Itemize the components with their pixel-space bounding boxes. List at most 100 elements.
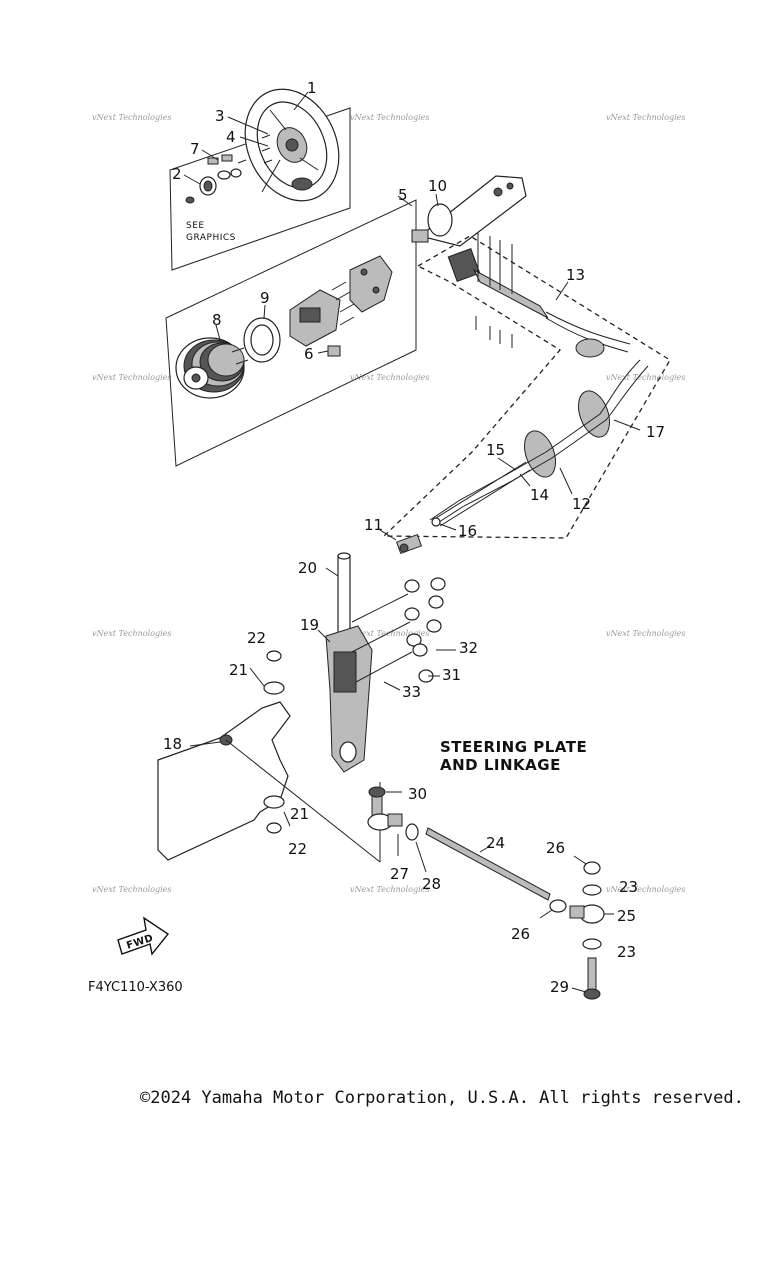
bushing-21-top <box>263 681 285 695</box>
callout-20: 20 <box>298 559 317 577</box>
harness-bolts <box>475 316 513 348</box>
rod-end-25-body <box>569 905 585 919</box>
callout-4: 4 <box>226 128 236 146</box>
callout-19: 19 <box>300 616 319 634</box>
leader-26b <box>573 855 587 865</box>
nut-26-upper <box>583 861 601 875</box>
leader-24 <box>479 845 491 853</box>
leader-3 <box>227 116 269 135</box>
leader-19 <box>317 629 331 643</box>
harness-13-lead-a <box>545 311 631 345</box>
watermark-6: vNext Technologies <box>606 373 685 382</box>
part-6-clip <box>327 345 341 357</box>
cable-end-16 <box>431 517 441 527</box>
wheel-center-cap <box>285 138 299 152</box>
leader-7 <box>201 149 219 161</box>
watermark-1: vNext Technologies <box>92 113 171 122</box>
watermark-2: vNext Technologies <box>350 113 429 122</box>
callout-16: 16 <box>458 522 477 540</box>
leader-4 <box>239 136 269 147</box>
watermark-11: vNext Technologies <box>350 885 429 894</box>
callout-30: 30 <box>408 785 427 803</box>
leader-1 <box>293 91 309 111</box>
connector-13 <box>447 248 481 282</box>
callout-31: 31 <box>442 666 461 684</box>
callout-28: 28 <box>422 875 441 893</box>
callout-11: 11 <box>364 516 383 534</box>
part-2-cap <box>185 196 195 204</box>
watermark-8: vNext Technologies <box>350 629 429 638</box>
callout-6: 6 <box>304 345 314 363</box>
callout-23b: 23 <box>617 943 636 961</box>
remote-control-group <box>411 175 527 247</box>
harness-guide-lines <box>477 232 513 294</box>
oring-22-top <box>266 650 282 662</box>
bushing-21-bottom <box>263 795 285 809</box>
linkage-group <box>157 552 614 1000</box>
callout-27: 27 <box>390 865 409 883</box>
callout-12: 12 <box>572 495 591 513</box>
tie-rod-24 <box>425 827 551 901</box>
rod-end-27-body <box>387 813 403 827</box>
helm-ring-inner <box>250 324 274 356</box>
leader-13 <box>555 281 569 301</box>
leader-14 <box>519 473 531 487</box>
helm-screws <box>231 347 249 365</box>
leader-18 <box>189 741 221 747</box>
wheel-bolts <box>237 134 273 164</box>
fwd-arrow: FWD <box>117 916 170 956</box>
steering-wheel-group: SEE GRAPHICS <box>169 88 351 271</box>
watermark-10: vNext Technologies <box>92 885 171 894</box>
callout-24: 24 <box>486 834 505 852</box>
nut-26-lower <box>549 899 567 913</box>
leader-12 <box>559 467 573 495</box>
callout-18: 18 <box>163 735 182 753</box>
callouts: 1 2 3 4 5 6 7 8 9 10 11 12 13 14 15 16 1… <box>163 79 665 996</box>
harness-13-grommet <box>575 338 605 358</box>
leader-21b <box>283 811 291 827</box>
cable-main <box>429 359 641 521</box>
watermark-9: vNext Technologies <box>606 629 685 638</box>
callout-33: 33 <box>402 683 421 701</box>
leader-17 <box>613 419 641 431</box>
diagram-title-line2: AND LINKAGE <box>440 756 561 774</box>
leader-6 <box>317 350 329 354</box>
callout-17: 17 <box>646 423 665 441</box>
callout-29: 29 <box>550 978 569 996</box>
bolt-30-head <box>368 786 386 798</box>
see-graphics-line2: GRAPHICS <box>186 233 236 243</box>
cable-rod-a <box>435 461 527 519</box>
wheel-spokes <box>261 109 319 193</box>
studs-33 <box>351 593 413 683</box>
remote-control-flange <box>427 203 453 237</box>
leader-10 <box>435 193 439 207</box>
callout-9: 9 <box>260 289 270 307</box>
leader-28 <box>415 841 427 873</box>
callout-14: 14 <box>530 486 549 504</box>
leader-26a <box>539 909 553 919</box>
steering-arm-clamp <box>333 651 357 693</box>
shaft-20 <box>337 555 351 639</box>
leader-33 <box>383 681 401 691</box>
callout-7: 7 <box>190 140 200 158</box>
diagram-code: F4YC110-X360 <box>88 980 183 995</box>
cable-main-b <box>435 365 649 525</box>
leader-11 <box>379 529 397 541</box>
callout-26a: 26 <box>546 839 565 857</box>
callout-26b: 26 <box>511 925 530 943</box>
helm-bolts <box>331 281 355 326</box>
watermark-5: vNext Technologies <box>350 373 429 382</box>
diagram-title-line1: STEERING PLATE <box>440 738 587 756</box>
watermark-4: vNext Technologies <box>92 373 171 382</box>
callout-15: 15 <box>486 441 505 459</box>
washer-28 <box>405 823 419 841</box>
nuts-washers <box>404 577 446 683</box>
callout-22a: 22 <box>247 629 266 647</box>
harness-dashed-outline <box>382 235 671 539</box>
callout-22b: 22 <box>288 840 307 858</box>
copyright-notice: ©2024 Yamaha Motor Corporation, U.S.A. A… <box>140 1088 744 1108</box>
watermarks: vNext Technologies vNext Technologies vN… <box>92 113 685 894</box>
leader-2 <box>183 174 201 185</box>
leader-5 <box>397 195 413 207</box>
callout-21a: 21 <box>229 661 248 679</box>
